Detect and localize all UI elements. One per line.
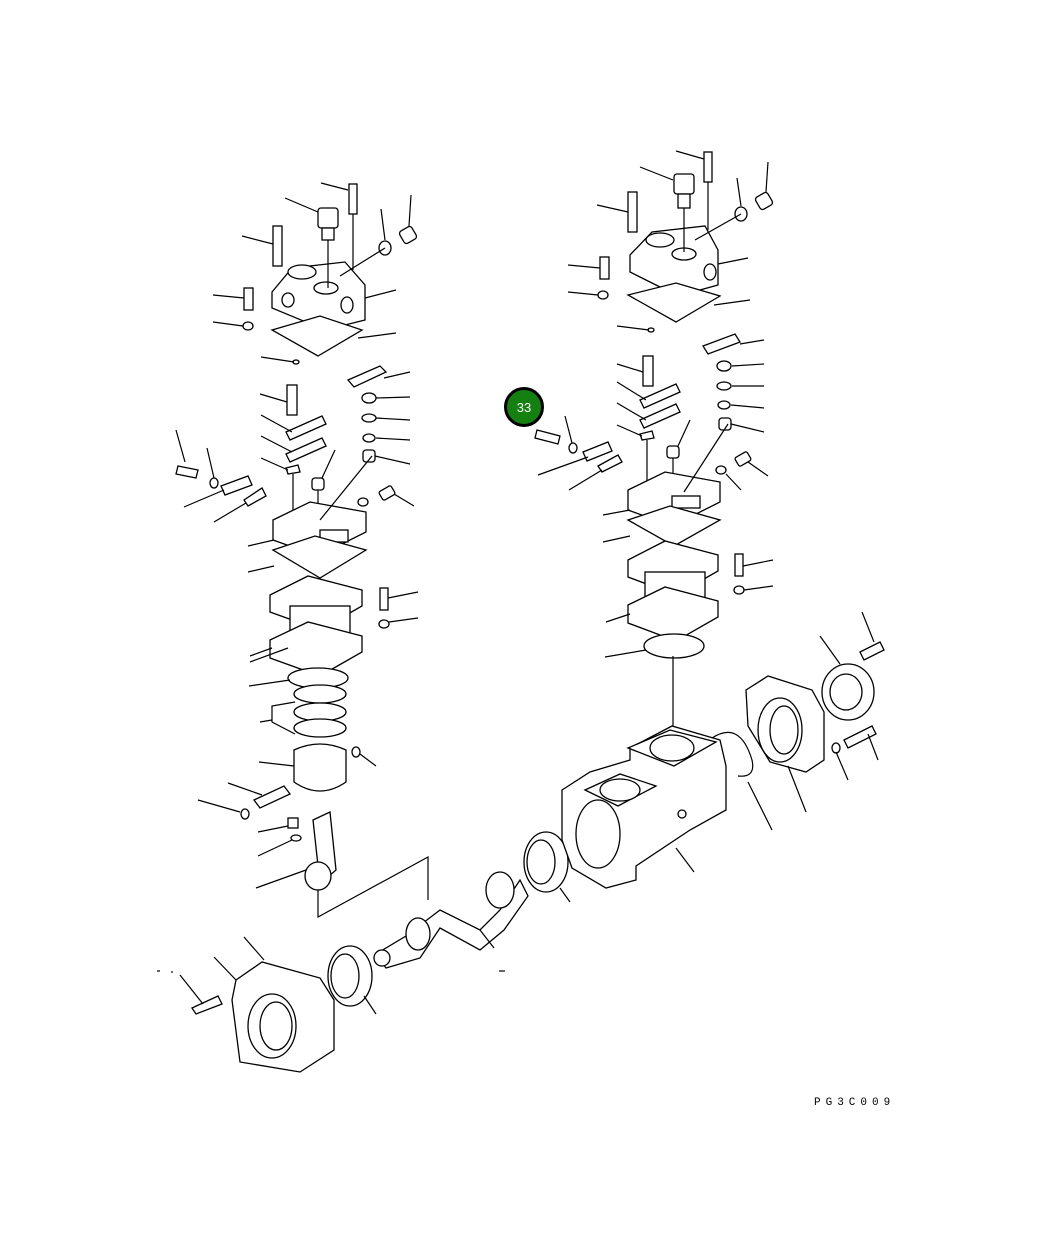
left-piston-group (197, 647, 429, 919)
crankshaft-group (327, 831, 571, 1015)
left-cylinder-group (175, 365, 419, 677)
right-cylinder-head-group (567, 150, 774, 333)
callout-33[interactable]: 33 (504, 387, 544, 427)
front-cover-group (157, 936, 335, 1073)
figure-code: PG3C009 (814, 1097, 896, 1109)
left-cylinder-head-group (212, 182, 418, 365)
crankcase-group (561, 611, 885, 889)
right-cylinder-group (534, 333, 774, 740)
